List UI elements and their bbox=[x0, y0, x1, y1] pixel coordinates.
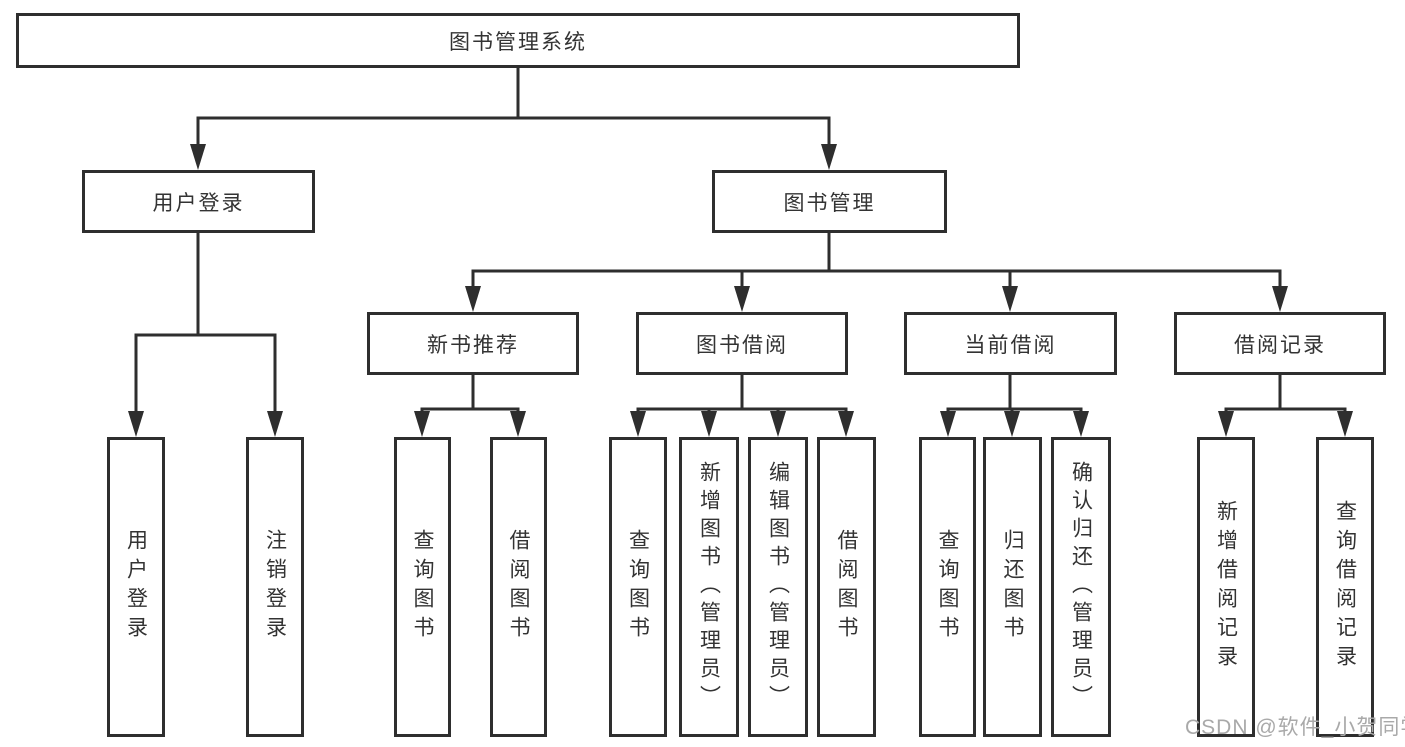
leaf-query-books-current: 查询图书 bbox=[919, 437, 976, 737]
leaf-edit-books-admin: 编辑图书（管理员） bbox=[748, 437, 808, 737]
leaf-return-books: 归还图书 bbox=[983, 437, 1042, 737]
connector-current-borrowing-branch bbox=[946, 373, 1083, 416]
node-book-management: 图书管理 bbox=[712, 170, 947, 233]
connector-root-branch bbox=[196, 66, 831, 148]
connector-new-book-branch bbox=[420, 373, 520, 416]
connector-user-login-branch bbox=[134, 231, 277, 416]
leaf-borrow-books-borrowing: 借阅图书 bbox=[817, 437, 876, 737]
leaf-add-borrow-record: 新增借阅记录 bbox=[1197, 437, 1255, 737]
node-borrowing-records: 借阅记录 bbox=[1174, 312, 1386, 375]
node-root: 图书管理系统 bbox=[16, 13, 1020, 68]
connector-records-branch bbox=[1224, 373, 1347, 416]
node-user-login: 用户登录 bbox=[82, 170, 315, 233]
leaf-query-books-recommend: 查询图书 bbox=[394, 437, 451, 737]
leaf-borrow-books-recommend: 借阅图书 bbox=[490, 437, 547, 737]
connector-book-management-branch bbox=[471, 231, 1282, 291]
connector-book-borrowing-branch bbox=[636, 373, 848, 416]
arrowheads bbox=[128, 144, 1353, 437]
leaf-query-books-borrowing: 查询图书 bbox=[609, 437, 667, 737]
csdn-watermark: CSDN @软件_小贺同学 bbox=[1185, 716, 1405, 739]
leaf-add-books-admin: 新增图书（管理员） bbox=[679, 437, 739, 737]
node-new-book-recommend: 新书推荐 bbox=[367, 312, 579, 375]
leaf-user-login: 用户登录 bbox=[107, 437, 165, 737]
leaf-query-borrow-record: 查询借阅记录 bbox=[1316, 437, 1374, 737]
leaf-confirm-return-admin: 确认归还（管理员） bbox=[1051, 437, 1111, 737]
node-book-borrowing: 图书借阅 bbox=[636, 312, 848, 375]
leaf-logout: 注销登录 bbox=[246, 437, 304, 737]
node-current-borrowing: 当前借阅 bbox=[904, 312, 1117, 375]
